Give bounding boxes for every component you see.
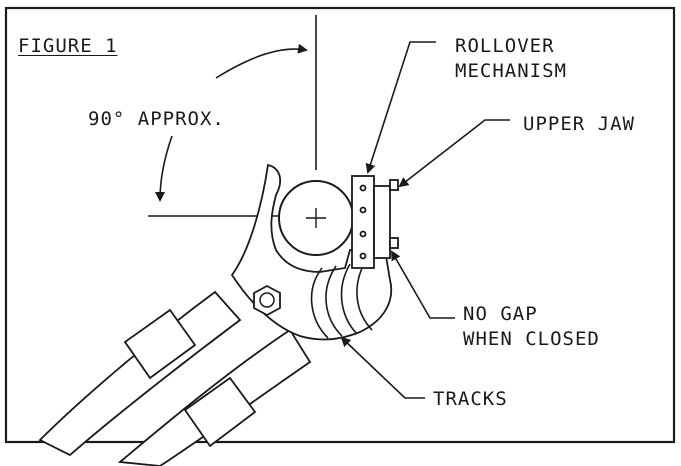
rollover-label-line2: MECHANISM [455,60,567,82]
upper-handle [117,328,312,466]
rollover-mechanism-label: ROLLOVER MECHANISM [455,34,567,84]
figure-title: FIGURE 1 [18,35,118,57]
no-gap-label-line2: WHEN CLOSED [463,328,600,350]
no-gap-label: NO GAP WHEN CLOSED [463,302,600,352]
pivot-nut [253,284,281,317]
no-gap-label-line1: NO GAP [463,303,538,325]
angle-arc-lower [155,135,173,202]
leader-lines [340,41,510,399]
rollover-label-line1: ROLLOVER [455,35,555,57]
angle-arc [215,43,308,79]
angle-label: 90° APPROX. [88,108,225,130]
figure-border [4,6,676,444]
tracks-label: TRACKS [433,388,508,410]
upper-jaw-label: UPPER JAW [523,113,635,135]
lower-handle [38,290,242,457]
rollover-mechanism [351,175,399,269]
